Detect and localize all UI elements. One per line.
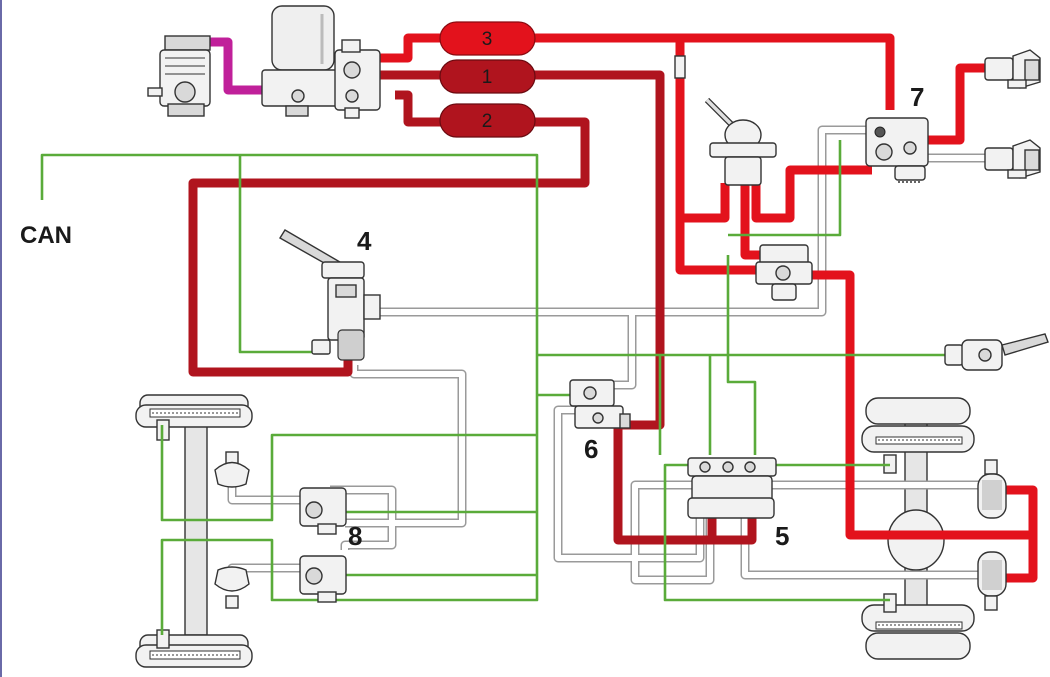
tank-3-label: 3 xyxy=(482,29,493,50)
compressor-icon xyxy=(147,35,211,117)
compressor-discharge-line xyxy=(205,37,262,95)
rear-axle xyxy=(861,397,975,660)
brake-chamber-icon xyxy=(214,451,250,488)
rear-brake-chamber-icon xyxy=(977,551,1007,611)
supply-lines-circuits-1-2 xyxy=(188,70,757,545)
spring-brake-cylinder-icon xyxy=(984,139,1041,179)
can-bus-lines xyxy=(40,140,945,635)
rear-left-wheel-icon xyxy=(861,397,975,453)
can-label: CAN xyxy=(20,222,72,249)
air-tank-3: 3 xyxy=(439,21,536,56)
tee-connector-icon xyxy=(674,55,686,79)
air-dryer-icon xyxy=(261,5,343,117)
spring-brake-cylinder-icon xyxy=(984,49,1041,89)
rear-axle-modulator-icon xyxy=(687,457,777,519)
component-4-label: 4 xyxy=(357,226,372,256)
front-axle xyxy=(135,394,253,668)
supply-lines-circuit-3 xyxy=(380,33,1038,583)
left-border xyxy=(0,0,2,677)
four-circuit-protection-valve-icon xyxy=(334,39,381,119)
rear-brake-chamber-icon xyxy=(977,459,1007,519)
front-left-wheel-icon xyxy=(135,394,253,428)
trailer-coupling-icon xyxy=(944,333,1049,371)
trailer-control-module-icon xyxy=(569,379,631,429)
park-brake-module-icon xyxy=(865,117,929,183)
front-right-wheel-icon xyxy=(135,634,253,668)
brake-chamber-icon xyxy=(214,566,250,609)
air-tank-2: 2 xyxy=(439,103,536,138)
rear-right-wheel-icon xyxy=(861,604,975,660)
air-tank-1: 1 xyxy=(439,59,536,94)
component-5-label: 5 xyxy=(775,521,789,551)
component-7-label: 7 xyxy=(910,82,924,112)
hand-brake-lever-icon xyxy=(704,97,777,186)
component-6-label: 6 xyxy=(584,434,598,464)
tank-2-label: 2 xyxy=(482,111,493,132)
tank-1-label: 1 xyxy=(482,67,493,88)
front-axle-modulator-icon xyxy=(299,555,347,603)
front-axle-modulator-icon xyxy=(299,487,347,535)
wheel-speed-sensor-icon xyxy=(883,593,897,613)
foot-brake-pedal-icon xyxy=(279,229,381,361)
component-8-label: 8 xyxy=(348,521,362,551)
relay-valve-icon xyxy=(755,244,813,301)
